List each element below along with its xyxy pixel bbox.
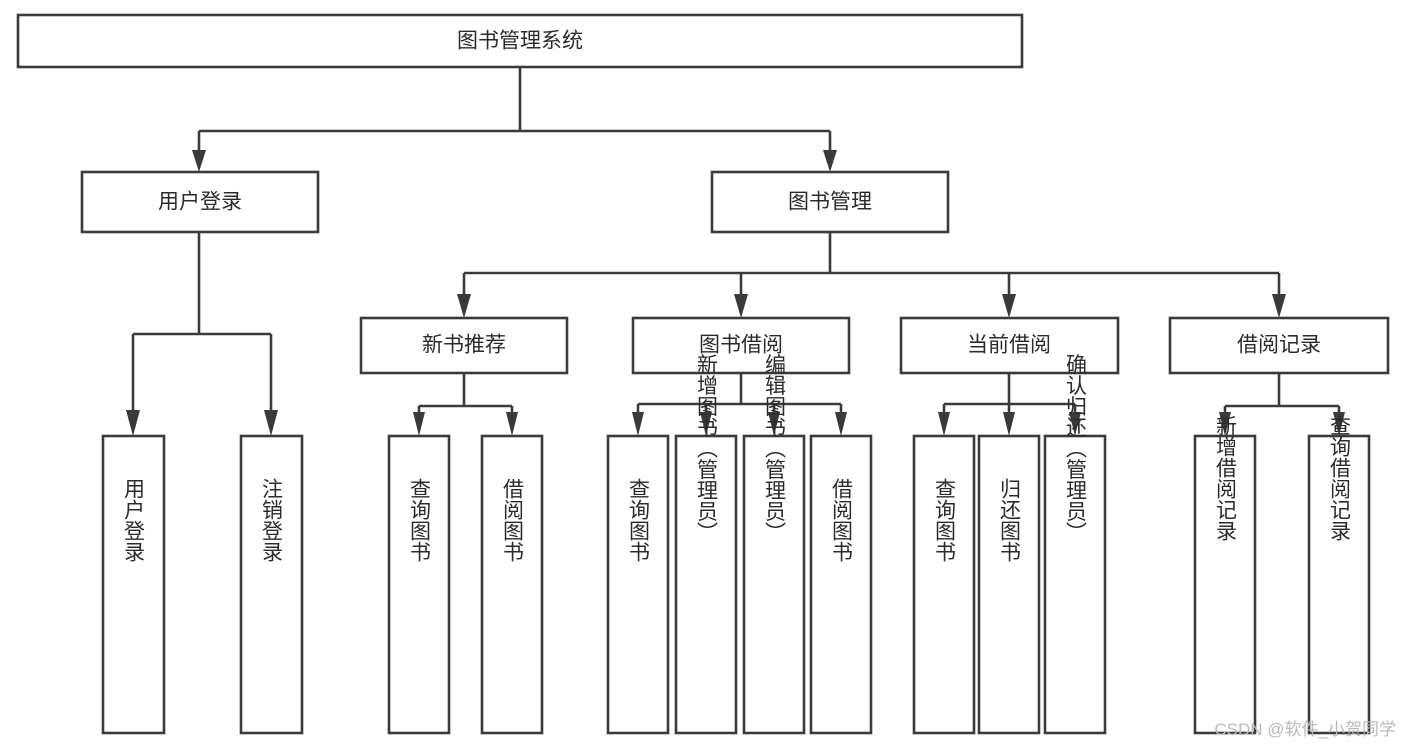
arrow-head-leaf-borrow-book-1 [506,412,518,436]
node-user-login[interactable]: 用户登录 [80,170,320,234]
leaf-borrow-book-1-label: 借阅图书 [501,478,525,562]
node-current-borrow[interactable]: 当前借阅 [899,316,1120,375]
arrow-head-book-borrow [734,294,748,318]
leaf-query-book-2[interactable]: 查询图书 [606,434,670,735]
node-borrow-record[interactable]: 借阅记录 [1168,316,1390,375]
arrow-head-leaf-query-book-1 [413,412,425,436]
watermark-label: CSDN @软件_小贺同学 [1214,720,1396,739]
leaf-logout-login[interactable]: 注销登录 [239,434,304,735]
connector-group-new-book-recommend [413,373,518,436]
connector-group-root [192,67,837,172]
leaf-add-book[interactable]: 新增图书（管理员） [674,354,738,735]
leaf-add-record-box[interactable] [1193,434,1257,735]
node-current-borrow-box[interactable] [899,316,1120,375]
arrow-head-leaf-edit-book [768,412,780,436]
node-root[interactable]: 图书管理系统 [16,13,1024,69]
leaf-add-record-label: 新增借阅记录 [1214,415,1238,541]
node-book-borrow-box[interactable] [631,316,851,375]
leaf-query-book-2-label: 查询图书 [627,478,651,562]
leaf-confirm-return-box[interactable] [1043,434,1107,735]
leaf-edit-book-label: 编辑图书（管理员） [763,354,787,543]
arrow-head-leaf-return-book [1003,412,1015,436]
node-root-box[interactable] [16,13,1024,69]
leaf-query-record[interactable]: 查询借阅记录 [1307,415,1371,735]
arrow-head-leaf-logout-login [264,410,278,436]
leaf-query-book-1[interactable]: 查询图书 [387,434,451,735]
leaf-query-book-3[interactable]: 查询图书 [912,434,976,735]
leaf-query-book-1-box[interactable] [387,434,451,735]
leaf-borrow-book-1-box[interactable] [480,434,544,735]
leaf-user-login[interactable]: 用户登录 [101,434,166,735]
arrow-head-leaf-add-book [700,412,712,436]
leaf-return-book-label: 归还图书 [998,478,1022,562]
arrow-head-leaf-query-book-3 [938,412,950,436]
arrow-head-leaf-add-record [1219,412,1231,436]
leaf-query-record-box[interactable] [1307,434,1371,735]
leaf-query-book-3-box[interactable] [912,434,976,735]
leaf-add-book-label: 新增图书（管理员） [695,354,719,543]
leaf-edit-book[interactable]: 编辑图书（管理员） [742,354,806,735]
connector-group-borrow-record [1219,373,1345,436]
leaf-edit-book-box[interactable] [742,434,806,735]
leaf-confirm-return-label: 确认归还（管理员） [1064,354,1088,543]
leaf-query-book-1-label: 查询图书 [408,478,432,562]
leaf-return-book[interactable]: 归还图书 [977,434,1041,735]
node-user-login-box[interactable] [80,170,320,234]
arrow-head-new-book-recommend [457,294,471,318]
node-new-book-recommend-label: 新书推荐 [422,334,506,357]
leaf-borrow-book-2[interactable]: 借阅图书 [809,434,873,735]
arrow-head-leaf-confirm-return [1069,412,1081,436]
arrow-head-leaf-user-login [126,410,140,436]
node-new-book-recommend[interactable]: 新书推荐 [359,316,569,375]
leaf-return-book-box[interactable] [977,434,1041,735]
arrow-head-book-management [823,150,837,172]
leaf-user-login-box[interactable] [101,434,166,735]
connector-group-book-borrow [632,373,847,436]
arrow-head-current-borrow [1002,294,1016,318]
leaf-query-book-2-box[interactable] [606,434,670,735]
leaf-add-book-box[interactable] [674,434,738,735]
arrow-head-leaf-query-book-2 [632,412,644,436]
node-new-book-recommend-box[interactable] [359,316,569,375]
arrow-head-leaf-query-record [1333,412,1345,436]
leaf-borrow-book-2-box[interactable] [809,434,873,735]
arrow-head-leaf-borrow-book-2 [835,412,847,436]
leaf-borrow-book-2-label: 借阅图书 [830,478,854,562]
leaf-add-record[interactable]: 新增借阅记录 [1193,415,1257,735]
node-user-login-label: 用户登录 [158,191,242,214]
arrow-head-user-login [192,150,206,172]
node-borrow-record-label: 借阅记录 [1237,334,1321,357]
leaf-confirm-return[interactable]: 确认归还（管理员） [1043,354,1107,735]
leaf-user-login-label: 用户登录 [122,478,146,562]
node-book-management[interactable]: 图书管理 [710,170,950,234]
leaf-query-book-3-label: 查询图书 [933,478,957,562]
node-book-borrow-label: 图书借阅 [699,334,783,357]
node-book-management-label: 图书管理 [788,191,872,214]
node-book-borrow[interactable]: 图书借阅 [631,316,851,375]
arrow-head-borrow-record [1272,294,1286,318]
connector-group-user-login [126,232,278,436]
leaf-logout-login-box[interactable] [239,434,304,735]
connector-group-current-borrow [938,373,1081,436]
connector-group-book-management [457,232,1286,318]
node-borrow-record-box[interactable] [1168,316,1390,375]
node-root-label: 图书管理系统 [457,30,583,53]
node-book-management-box[interactable] [710,170,950,234]
leaf-logout-login-label: 注销登录 [260,478,284,562]
leaf-query-record-label: 查询借阅记录 [1328,415,1352,541]
leaf-borrow-book-1[interactable]: 借阅图书 [480,434,544,735]
node-current-borrow-label: 当前借阅 [967,334,1051,357]
